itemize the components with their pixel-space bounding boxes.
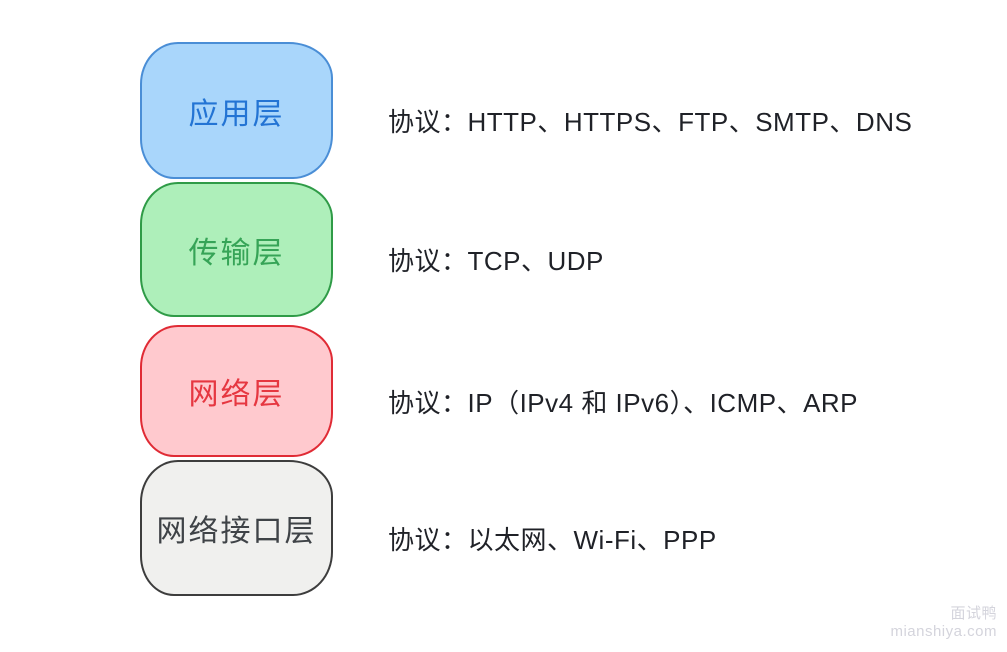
protocol-text-application: 协议：HTTP、HTTPS、FTP、SMTP、DNS [388, 107, 913, 137]
layer-box-transport: 传输层 [140, 182, 333, 317]
layer-box-link: 网络接口层 [140, 460, 333, 596]
layer-row-application: 应用层 协议：HTTP、HTTPS、FTP、SMTP、DNS [140, 42, 912, 179]
layer-row-transport: 传输层 协议：TCP、UDP [140, 182, 604, 317]
layer-box-application: 应用层 [140, 42, 333, 179]
protocol-text-network: 协议：IP（IPv4 和 IPv6）、ICMP、ARP [388, 387, 859, 418]
watermark-domain: mianshiya.com [890, 623, 997, 641]
layer-label-network: 网络层 [188, 378, 285, 411]
layer-label-transport: 传输层 [188, 236, 285, 270]
watermark-brand: 面试鸭 [950, 604, 997, 622]
layer-row-network: 网络层 协议：IP（IPv4 和 IPv6）、ICMP、ARP [140, 325, 858, 457]
layer-box-network: 网络层 [140, 325, 333, 457]
layer-label-application: 应用层 [188, 97, 285, 131]
watermark: 面试鸭 mianshiya.com [890, 605, 997, 643]
layer-row-link: 网络接口层 协议：以太网、Wi-Fi、PPP [140, 460, 717, 596]
layer-label-link: 网络接口层 [156, 515, 317, 548]
protocol-text-link: 协议：以太网、Wi-Fi、PPP [388, 524, 717, 555]
protocol-text-transport: 协议：TCP、UDP [388, 246, 604, 276]
